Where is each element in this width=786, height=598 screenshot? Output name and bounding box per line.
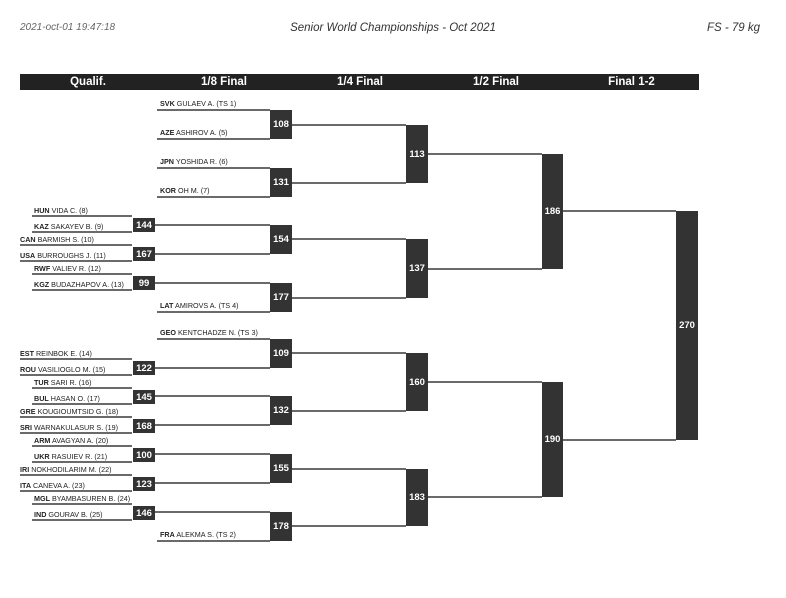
competitor-label: RWF VALIEV R. (12): [34, 264, 101, 273]
round-semi-final: 1/2 Final: [472, 76, 520, 88]
bout-box: 113: [406, 125, 428, 183]
competitor-label: IRI NOKHODILARIM M. (22): [20, 465, 112, 474]
round-header-bar: Qualif. 1/8 Final 1/4 Final 1/2 Final Fi…: [20, 74, 699, 90]
bout-box: 131: [270, 168, 292, 197]
bout-box: 123: [133, 477, 155, 491]
competitor-label: AZE ASHIROV A. (5): [160, 128, 228, 137]
competitor-label: FRA ALEKMA S. (TS 2): [160, 530, 236, 539]
bout-box: 132: [270, 396, 292, 425]
competitor-label: GRE KOUGIOUMTSID G. (18): [20, 407, 119, 416]
bout-box: 146: [133, 506, 155, 520]
competitor-label: SVK GULAEV A. (TS 1): [160, 99, 237, 108]
bout-box: 155: [270, 454, 292, 483]
competitor-label: ITA CANEVA A. (23): [20, 481, 85, 490]
bout-box: 99: [133, 276, 155, 290]
bout-box: 108: [270, 110, 292, 139]
weight-category: FS - 79 kg: [706, 22, 760, 34]
bout-box: 186: [542, 154, 563, 269]
bout-box: 145: [133, 390, 155, 404]
round-final: Final 1-2: [608, 76, 655, 88]
competitor-label: UKR RASUIEV R. (21): [34, 452, 108, 461]
bout-box: 154: [270, 225, 292, 254]
competitor-label: TUR SARI R. (16): [34, 378, 92, 387]
bout-box: 122: [133, 361, 155, 375]
bout-box: 109: [270, 339, 292, 368]
competitor-label: ARM AVAGYAN A. (20): [34, 436, 109, 445]
event-title: Senior World Championships - Oct 2021: [290, 22, 496, 34]
bout-box: 144: [133, 218, 155, 232]
bout-box: 168: [133, 419, 155, 433]
competitor-label: JPN YOSHIDA R. (6): [160, 157, 228, 166]
competitor-label: GEO KENTCHADZE N. (TS 3): [160, 328, 258, 337]
bout-box: 178: [270, 512, 292, 541]
timestamp: 2021-oct-01 19:47:18: [20, 22, 116, 33]
competitor-label: KOR OH M. (7): [160, 186, 210, 195]
round-quarter-final: 1/4 Final: [336, 76, 384, 88]
competitor-label: EST REINBOK E. (14): [20, 349, 92, 358]
competitor-label: KGZ BUDAZHAPOV A. (13): [34, 280, 124, 289]
competitor-label: BUL HASAN O. (17): [34, 394, 100, 403]
bout-box: 137: [406, 239, 428, 298]
competitor-label: LAT AMIROVS A. (TS 4): [160, 301, 239, 310]
bout-box: 177: [270, 283, 292, 312]
bout-box: 167: [133, 247, 155, 261]
bout-box: 183: [406, 469, 428, 526]
competitor-label: IND GOURAV B. (25): [34, 510, 103, 519]
competitor-label: USA BURROUGHS J. (11): [20, 251, 106, 260]
bout-box: 160: [406, 353, 428, 411]
final-bout-box: 270: [676, 211, 698, 440]
bout-box: 190: [542, 382, 563, 497]
round-qualif: Qualif.: [70, 76, 106, 88]
competitor-label: SRI WARNAKULASUR S. (19): [20, 423, 118, 432]
round-eighth-final: 1/8 Final: [200, 76, 248, 88]
competitor-label: MGL BYAMBASUREN B. (24): [34, 494, 131, 503]
competitor-label: HUN VIDA C. (8): [34, 206, 88, 215]
competitor-label: KAZ SAKAYEV B. (9): [34, 222, 104, 231]
competitor-label: CAN BARMISH S. (10): [20, 235, 94, 244]
bout-box: 100: [133, 448, 155, 462]
competitor-label: ROU VASILIOGLO M. (15): [20, 365, 106, 374]
